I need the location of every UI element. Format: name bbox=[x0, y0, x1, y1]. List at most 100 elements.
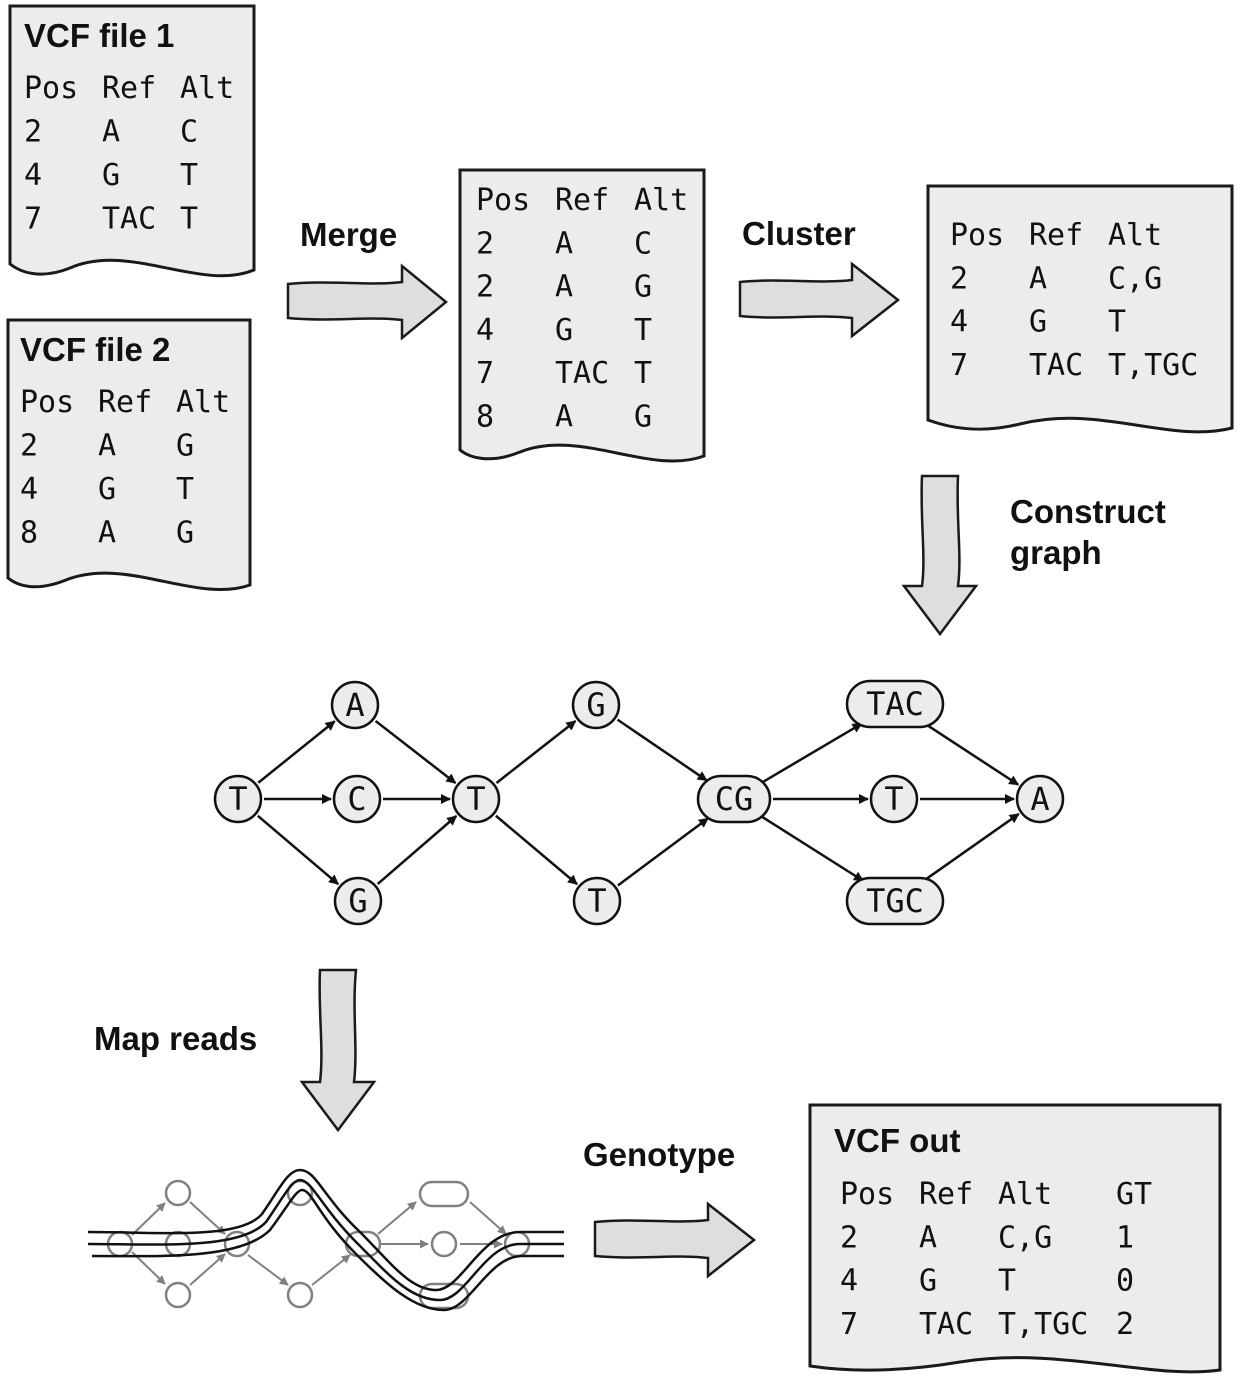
table-cell: G bbox=[176, 516, 194, 551]
table-cell: G bbox=[634, 400, 652, 435]
table-cell: T bbox=[998, 1264, 1016, 1299]
table-cell: C bbox=[634, 226, 652, 261]
table-cell: 2 bbox=[1116, 1307, 1134, 1342]
cluster-label: Cluster bbox=[742, 215, 856, 252]
table-cell: T,TGC bbox=[998, 1307, 1088, 1342]
table-header-cell: Pos bbox=[24, 71, 78, 106]
graph-edge-arrow bbox=[762, 722, 863, 783]
graph-node-shape bbox=[696, 774, 772, 824]
table-cell: 4 bbox=[840, 1264, 858, 1299]
table-cell: 7 bbox=[950, 348, 968, 383]
table-cell: G bbox=[919, 1264, 937, 1299]
table-header-cell: Ref bbox=[1029, 218, 1083, 253]
table-cell: 4 bbox=[20, 472, 38, 507]
table-cell: A bbox=[555, 400, 573, 435]
graph-node-label: G bbox=[586, 686, 605, 724]
graph-node: A bbox=[330, 680, 380, 730]
table-header-cell: Pos bbox=[20, 385, 74, 420]
table-cell: T bbox=[634, 356, 652, 391]
table-cell: 7 bbox=[476, 356, 494, 391]
graph-node-label: T bbox=[466, 780, 485, 818]
table-cell: T,TGC bbox=[1108, 348, 1198, 383]
construct-graph-arrow-icon bbox=[901, 474, 979, 637]
table-cell: T bbox=[634, 313, 652, 348]
table-cell: 7 bbox=[840, 1307, 858, 1342]
table-cell: A bbox=[555, 270, 573, 305]
table-cell: 4 bbox=[950, 305, 968, 340]
table-cell: C,G bbox=[1108, 261, 1162, 296]
table-cell: 4 bbox=[24, 158, 42, 193]
mapped-reads bbox=[87, 1168, 564, 1312]
vcf-file2-title: VCF file 2 bbox=[20, 331, 170, 368]
vcf-file2-doc-shape bbox=[6, 318, 252, 591]
table-cell: 1 bbox=[1116, 1220, 1134, 1255]
table-cell: G bbox=[176, 429, 194, 464]
graph-node-label: T bbox=[884, 780, 903, 818]
table-cell: TAC bbox=[555, 356, 609, 391]
table-cell: 4 bbox=[476, 313, 494, 348]
graph-edge-arrow bbox=[495, 814, 578, 886]
table-cell: T bbox=[180, 202, 198, 237]
table-header-cell: Pos bbox=[476, 183, 530, 218]
graph-node-shape bbox=[572, 876, 622, 926]
table-cell: A bbox=[102, 115, 120, 150]
table-cell: A bbox=[98, 429, 116, 464]
graph-node: T bbox=[451, 774, 501, 824]
table-cell: G bbox=[1029, 305, 1047, 340]
table-header-cell: GT bbox=[1116, 1177, 1152, 1212]
graph-edge-arrow bbox=[257, 814, 339, 886]
graph-edge-arrow bbox=[376, 815, 458, 885]
mapped-reads-graph bbox=[87, 1168, 564, 1312]
map-reads-label: Map reads bbox=[94, 1020, 257, 1057]
table-cell: TAC bbox=[919, 1307, 973, 1342]
table-cell: 2 bbox=[20, 429, 38, 464]
table-cell: 7 bbox=[24, 202, 42, 237]
map-reads-arrow-icon bbox=[299, 968, 377, 1133]
genotype-label: Genotype bbox=[583, 1136, 735, 1173]
graph-edge-arrow bbox=[924, 812, 1020, 881]
table-header-cell: Alt bbox=[634, 183, 688, 218]
table-header-cell: Ref bbox=[555, 183, 609, 218]
vcf-out-title: VCF out bbox=[834, 1122, 960, 1159]
table-cell: C,G bbox=[998, 1220, 1052, 1255]
graph-node-shape bbox=[571, 680, 621, 730]
table-cell: TAC bbox=[102, 202, 156, 237]
table-header-cell: Ref bbox=[98, 385, 152, 420]
table-header-cell: Pos bbox=[950, 218, 1004, 253]
graph-edge-arrow bbox=[617, 817, 709, 887]
table-cell: TAC bbox=[1029, 348, 1083, 383]
graph-node: CG bbox=[696, 774, 772, 824]
table-header-cell: Alt bbox=[180, 71, 234, 106]
table-cell: G bbox=[634, 270, 652, 305]
graph-edge-arrow bbox=[257, 720, 336, 784]
graph-edge-arrow bbox=[616, 718, 708, 782]
table-cell: A bbox=[98, 516, 116, 551]
table-header-cell: Ref bbox=[102, 71, 156, 106]
graph-node: A bbox=[1015, 774, 1065, 824]
graph-node: C bbox=[332, 774, 382, 824]
graph-node: T bbox=[869, 774, 919, 824]
table-cell: 8 bbox=[20, 516, 38, 551]
graph-node-shape bbox=[451, 774, 501, 824]
table-cell: 2 bbox=[950, 261, 968, 296]
graph-edge-arrow bbox=[761, 815, 864, 882]
table-cell: A bbox=[1029, 261, 1047, 296]
table-header-cell: Alt bbox=[176, 385, 230, 420]
graph-node-shape bbox=[330, 680, 380, 730]
graph-node-shape bbox=[845, 876, 945, 926]
table-cell: 2 bbox=[840, 1220, 858, 1255]
table-cell: T bbox=[176, 472, 194, 507]
table-cell: C bbox=[180, 115, 198, 150]
graph-node-shape bbox=[333, 876, 383, 926]
table-cell: 8 bbox=[476, 400, 494, 435]
graph-node: G bbox=[571, 680, 621, 730]
